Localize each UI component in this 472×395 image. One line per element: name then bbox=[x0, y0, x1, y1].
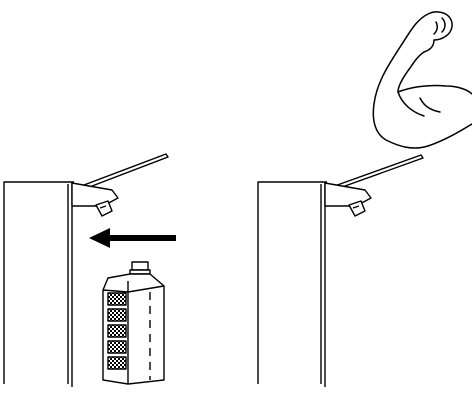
dispenser-right-icon bbox=[258, 155, 423, 387]
dispenser-left-icon bbox=[4, 154, 168, 387]
refill-bottle-icon bbox=[103, 262, 164, 384]
insert-arrow-icon bbox=[89, 228, 176, 248]
flexed-arm-icon bbox=[373, 12, 472, 148]
